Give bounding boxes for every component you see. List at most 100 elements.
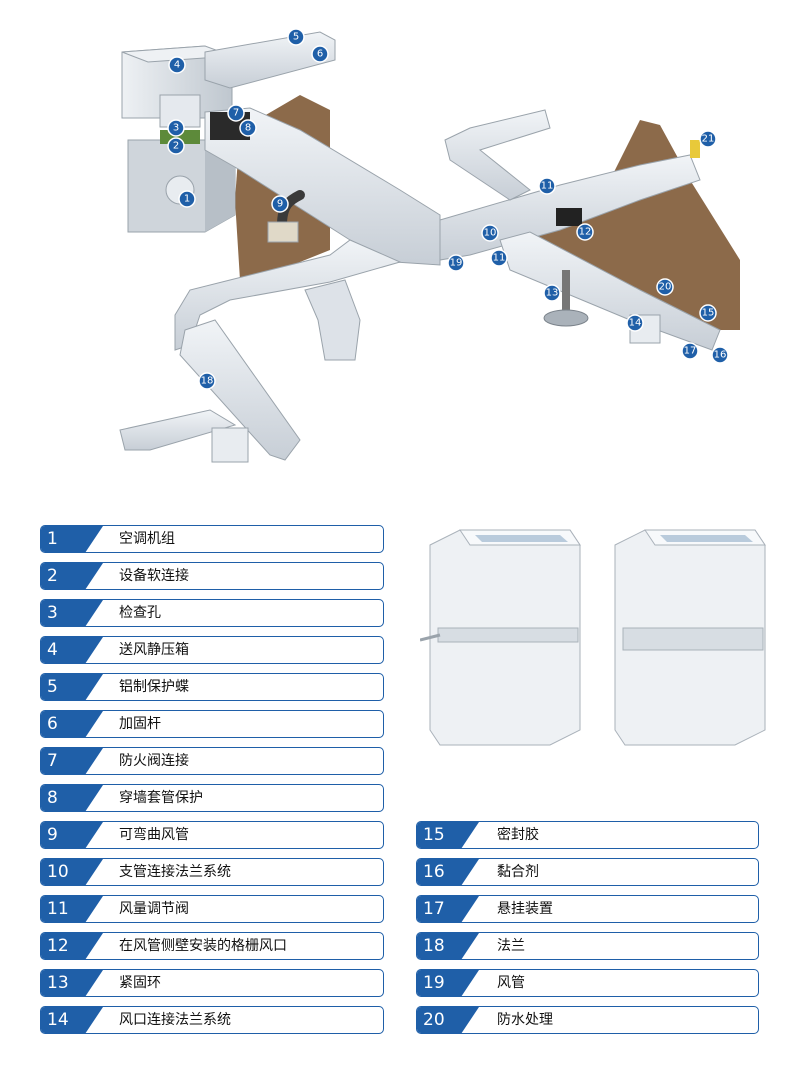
svg-text:16: 16 xyxy=(714,350,727,361)
svg-text:12: 12 xyxy=(579,227,592,238)
legend-item-17: 17 悬挂装置 xyxy=(416,895,759,923)
svg-text:13: 13 xyxy=(546,288,559,299)
legend-label: 设备软连接 xyxy=(119,568,189,584)
marker-14: 14 xyxy=(626,314,644,332)
marker-2: 2 xyxy=(167,137,185,155)
legend-item-20: 20 防水处理 xyxy=(416,1006,759,1034)
svg-text:3: 3 xyxy=(173,123,179,134)
legend-num: 4 xyxy=(47,640,58,660)
legend-num: 14 xyxy=(47,1010,69,1030)
marker-8: 8 xyxy=(239,119,257,137)
duct-upper-branch xyxy=(444,109,551,201)
legend-item-7: 7 防火阀连接 xyxy=(40,747,384,775)
legend-label: 风口连接法兰系统 xyxy=(119,1012,231,1028)
marker-6: 6 xyxy=(311,45,329,63)
duct-box-right xyxy=(614,529,766,746)
duct-lower-branch xyxy=(499,231,721,351)
legend-label: 加固杆 xyxy=(119,716,161,732)
marker-19: 19 xyxy=(447,254,465,272)
marker-16: 16 xyxy=(711,346,729,364)
legend-label: 铝制保护蝶 xyxy=(119,679,189,695)
marker-12: 12 xyxy=(576,223,594,241)
legend-item-2: 2 设备软连接 xyxy=(40,562,384,590)
legend-item-10: 10 支管连接法兰系统 xyxy=(40,858,384,886)
legend-num: 13 xyxy=(47,973,69,993)
marker-20: 20 xyxy=(656,278,674,296)
svg-text:15: 15 xyxy=(702,308,715,319)
legend-num: 7 xyxy=(47,751,58,771)
marker-11b: 11 xyxy=(490,249,508,267)
legend-num: 20 xyxy=(423,1010,445,1030)
marker-13: 13 xyxy=(543,284,561,302)
marker-1: 1 xyxy=(178,190,196,208)
svg-text:6: 6 xyxy=(317,49,323,60)
legend-label: 悬挂装置 xyxy=(497,901,553,917)
legend-num: 3 xyxy=(47,603,58,623)
legend-num: 16 xyxy=(423,862,445,882)
marker-17: 17 xyxy=(681,342,699,360)
marker-10: 10 xyxy=(481,224,499,242)
legend-label: 防火阀连接 xyxy=(119,753,189,769)
marker-9: 9 xyxy=(271,195,289,213)
duct-product-photos xyxy=(420,529,766,746)
legend-label: 黏合剂 xyxy=(497,864,539,880)
marker-3: 3 xyxy=(167,119,185,137)
marker-5: 5 xyxy=(287,28,305,46)
legend-item-6: 6 加固杆 xyxy=(40,710,384,738)
svg-text:1: 1 xyxy=(184,194,190,205)
legend-label: 紧固环 xyxy=(119,975,161,991)
legend-item-16: 16 黏合剂 xyxy=(416,858,759,886)
legend-label: 送风静压箱 xyxy=(119,642,189,658)
svg-text:21: 21 xyxy=(702,134,715,145)
legend-num: 11 xyxy=(47,899,69,919)
legend-label: 防水处理 xyxy=(497,1012,553,1028)
svg-text:2: 2 xyxy=(173,141,179,152)
svg-text:20: 20 xyxy=(659,282,672,293)
duct-system-diagram: 1 2 3 4 5 6 7 8 9 10 11 11 12 13 14 15 1… xyxy=(119,28,740,463)
svg-text:11: 11 xyxy=(541,181,554,192)
legend-item-14: 14 风口连接法兰系统 xyxy=(40,1006,384,1034)
legend-item-3: 3 检查孔 xyxy=(40,599,384,627)
legend-label: 在风管侧壁安装的格栅风口 xyxy=(119,938,287,954)
svg-text:10: 10 xyxy=(484,228,497,239)
legend-num: 6 xyxy=(47,714,58,734)
legend-num: 8 xyxy=(47,788,58,808)
svg-text:17: 17 xyxy=(684,346,697,357)
legend-item-13: 13 紧固环 xyxy=(40,969,384,997)
legend-item-9: 9 可弯曲风管 xyxy=(40,821,384,849)
legend-num: 10 xyxy=(47,862,69,882)
marker-11a: 11 xyxy=(538,177,556,195)
svg-text:19: 19 xyxy=(450,258,463,269)
legend-num: 17 xyxy=(423,899,445,919)
legend-item-11: 11 风量调节阀 xyxy=(40,895,384,923)
legend-label: 可弯曲风管 xyxy=(119,827,189,843)
svg-text:14: 14 xyxy=(629,318,642,329)
legend-label: 支管连接法兰系统 xyxy=(119,864,231,880)
marker-4: 4 xyxy=(168,56,186,74)
legend-num: 2 xyxy=(47,566,58,586)
svg-text:7: 7 xyxy=(233,108,239,119)
duct-main-trunk xyxy=(204,107,441,266)
svg-text:8: 8 xyxy=(245,123,251,134)
marker-7: 7 xyxy=(227,104,245,122)
duct-box-left xyxy=(420,529,581,746)
duct-top xyxy=(204,31,336,89)
legend-label: 检查孔 xyxy=(119,605,161,621)
marker-18: 18 xyxy=(198,372,216,390)
legend-label: 密封胶 xyxy=(497,827,539,843)
svg-text:4: 4 xyxy=(174,60,180,71)
legend-label: 风量调节阀 xyxy=(119,901,189,917)
legend-num: 9 xyxy=(47,825,58,845)
svg-text:11: 11 xyxy=(493,253,506,264)
duct-down-branch xyxy=(179,319,301,461)
legend-label: 法兰 xyxy=(497,938,525,954)
marker-15: 15 xyxy=(699,304,717,322)
legend-label: 空调机组 xyxy=(119,531,175,547)
